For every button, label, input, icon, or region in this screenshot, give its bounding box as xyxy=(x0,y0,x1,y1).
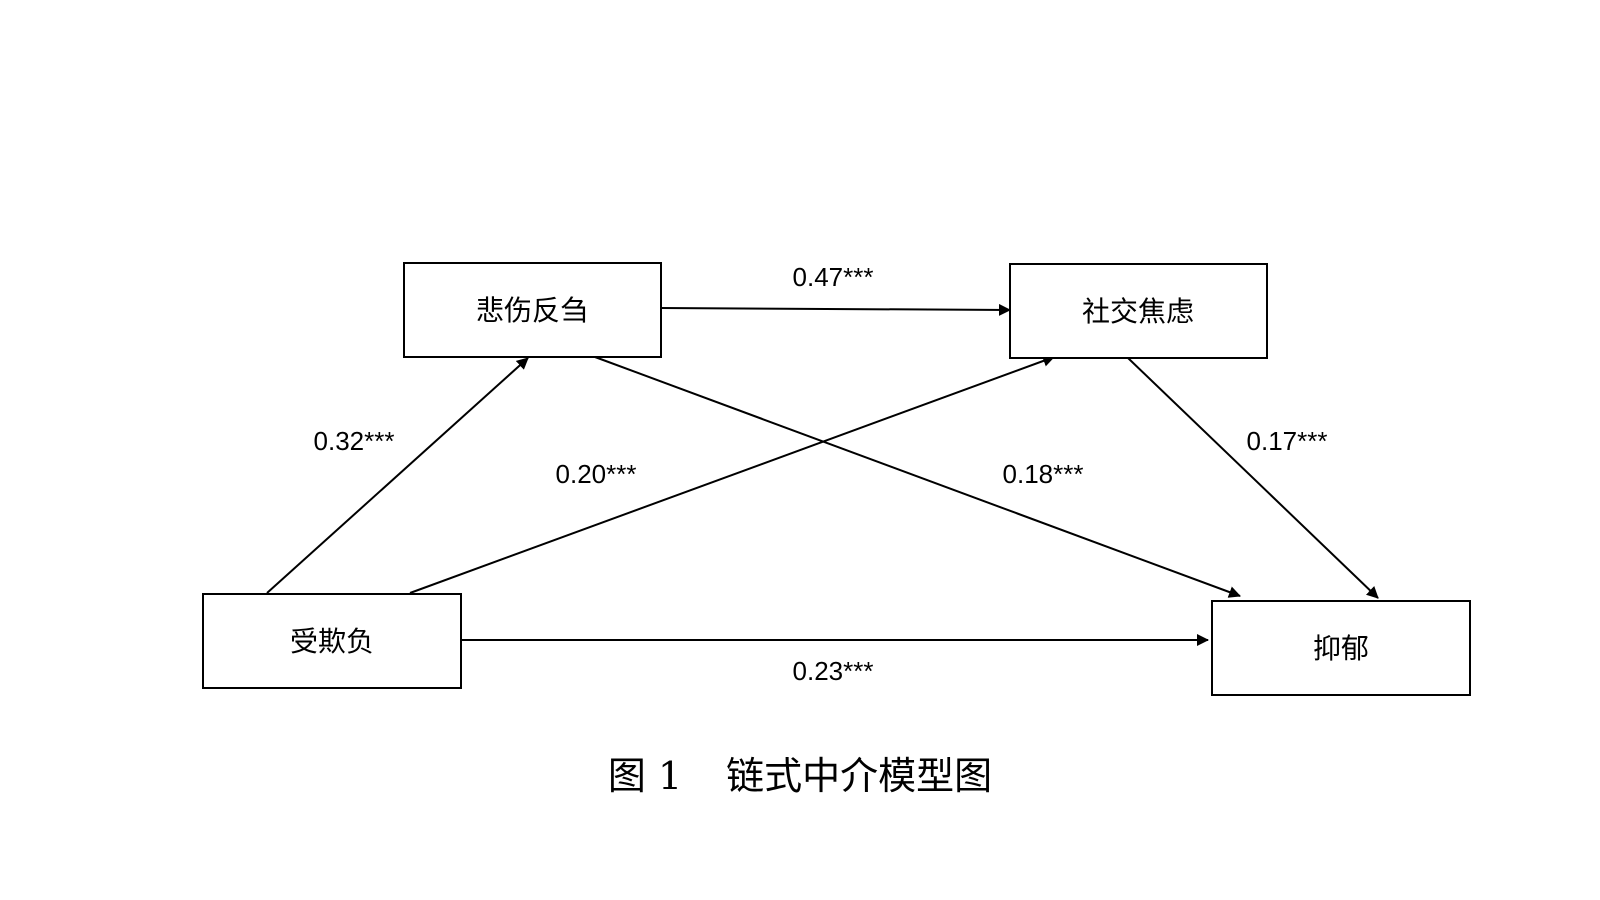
node-rumination: 悲伤反刍 xyxy=(403,262,662,358)
coef-rumination-to-social-anxiety: 0.47*** xyxy=(793,262,874,292)
coef-bullying-to-depression: 0.23*** xyxy=(793,656,874,686)
figure-number: 图 1 xyxy=(607,754,683,798)
node-social-anxiety: 社交焦虑 xyxy=(1009,263,1268,359)
node-bullying: 受欺负 xyxy=(202,593,462,689)
edge-bullying-to-social-anxiety xyxy=(409,355,1055,594)
coef-bullying-to-rumination: 0.32*** xyxy=(314,426,395,456)
edge-rumination-to-depression xyxy=(594,356,1241,598)
edge-social-anxiety-to-depression xyxy=(1127,357,1379,599)
coef-social-anxiety-to-depression: 0.17*** xyxy=(1247,426,1328,456)
figure-caption: 图 1 链式中介模型图 xyxy=(0,745,1600,800)
node-bullying-label: 受欺负 xyxy=(290,625,374,658)
edge-rumination-to-social-anxiety xyxy=(659,303,1011,316)
node-rumination-label: 悲伤反刍 xyxy=(476,294,588,327)
figure-title: 链式中介模型图 xyxy=(726,754,993,798)
coef-rumination-to-depression: 0.18*** xyxy=(1003,459,1084,489)
coef-bullying-to-social-anxiety: 0.20*** xyxy=(556,459,637,489)
node-social-anxiety-label: 社交焦虑 xyxy=(1082,295,1194,328)
node-depression-label: 抑郁 xyxy=(1313,632,1369,665)
node-depression: 抑郁 xyxy=(1211,600,1471,696)
edge-bullying-to-rumination xyxy=(266,357,529,594)
